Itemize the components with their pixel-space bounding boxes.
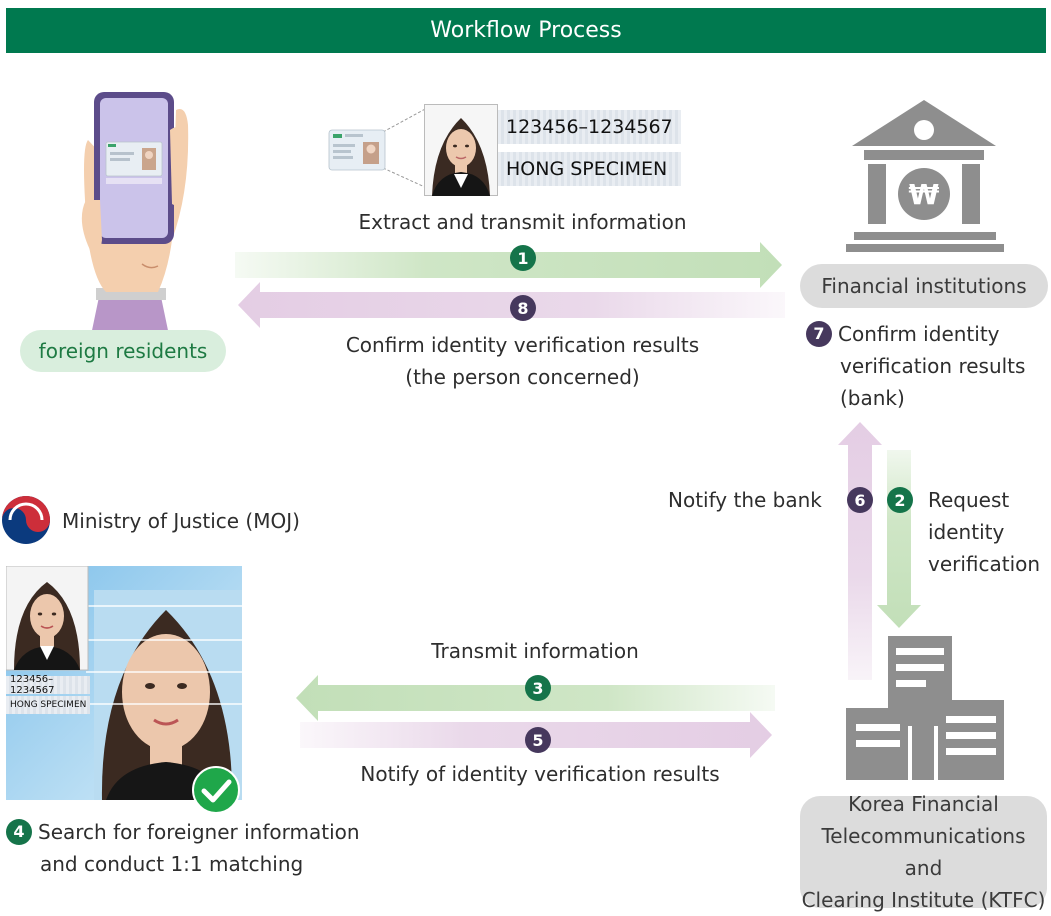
step-1-label: Extract and transmit information	[358, 210, 687, 234]
id-photo	[424, 104, 498, 196]
step-8-label: Confirm identity verification results (t…	[280, 329, 765, 393]
step-4-line-2: and conduct 1:1 matching	[40, 852, 304, 876]
step-6-label: Notify the bank	[668, 488, 822, 512]
ktfc-line-2: Telecommunications and	[821, 824, 1026, 880]
bank-icon: ₩	[846, 100, 1004, 252]
step-2-line-3: verification	[928, 552, 1041, 576]
foreign-residents-label: foreign residents	[20, 330, 226, 372]
step-8-line-2: (the person concerned)	[405, 365, 640, 389]
step-7-line-3: (bank)	[840, 386, 905, 410]
id-number: 123456–1234567	[498, 110, 681, 144]
id-number-small: 123456–1234567	[6, 674, 90, 696]
svg-text:₩: ₩	[909, 178, 940, 211]
arrow-step-6	[838, 422, 882, 680]
ktfc-line-3: Clearing Institute (KTFC)	[801, 888, 1046, 912]
step-7-badge: 7	[806, 320, 832, 347]
arrow-step-2	[877, 450, 921, 628]
ktfc-label: Korea Financial Telecommunications and C…	[800, 792, 1047, 912]
header-title: Workflow Process	[6, 8, 1046, 53]
step-2-badge: 2	[887, 487, 913, 513]
step-8-badge: 8	[510, 295, 536, 321]
phone-icon	[81, 92, 189, 340]
moj-label: Ministry of Justice (MOJ)	[62, 509, 300, 533]
face-matching-image	[6, 566, 242, 800]
step-3-badge: 3	[525, 675, 551, 701]
step-5-badge: 5	[525, 727, 551, 753]
arrow-step-1	[235, 242, 782, 288]
id-card-mini	[328, 107, 428, 189]
financial-institutions-label: Financial institutions	[800, 264, 1048, 308]
step-8-line-1: Confirm identity verification results	[345, 333, 700, 357]
moj-logo	[2, 496, 50, 544]
id-name: HONG SPECIMEN	[498, 152, 681, 186]
building-icon	[846, 636, 1004, 780]
step-4-badge: 4	[6, 818, 32, 845]
step-4-line-1: Search for foreigner information	[38, 820, 360, 844]
step-1-badge: 1	[510, 245, 536, 271]
step-7-line-2: verification results	[840, 354, 1026, 378]
step-2-line-1: Request	[928, 488, 1010, 512]
step-7-line-1: Confirm identity	[838, 322, 1000, 346]
step-2-label: Request identity verification	[928, 484, 1048, 580]
check-icon	[192, 766, 240, 814]
step-3-label: Transmit information	[431, 639, 639, 663]
step-2-line-2: identity	[928, 520, 1005, 544]
step-5-label: Notify of identity verification results	[360, 762, 720, 786]
step-6-badge: 6	[847, 487, 873, 513]
ktfc-line-1: Korea Financial	[848, 792, 999, 816]
id-name-small: HONG SPECIMEN	[6, 696, 90, 714]
